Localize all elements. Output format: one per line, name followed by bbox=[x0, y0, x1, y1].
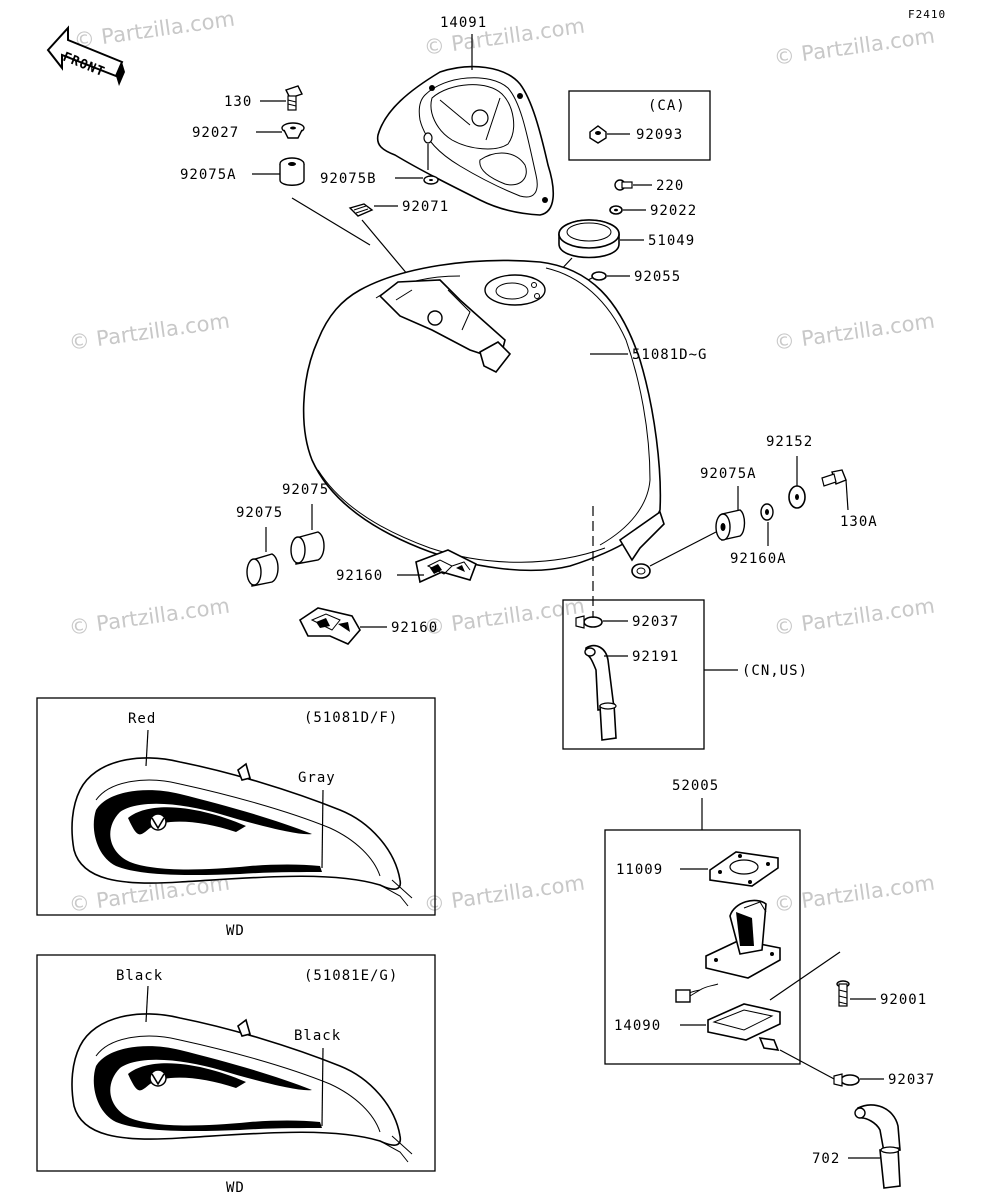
damper-92075A-top bbox=[279, 157, 305, 186]
pad-92160-lower bbox=[298, 607, 361, 645]
label-92075-b: 92075 bbox=[282, 482, 329, 498]
watermark-1: © Partzilla.com bbox=[72, 7, 236, 53]
label-92001: 92001 bbox=[880, 992, 927, 1008]
bolt-130 bbox=[285, 85, 303, 111]
washer-92160A bbox=[760, 503, 774, 521]
inset2-color-1: Black bbox=[116, 968, 163, 984]
label-92075-a: 92075 bbox=[236, 505, 283, 521]
tank-side-view-2 bbox=[71, 1013, 413, 1163]
collar-92027 bbox=[281, 122, 305, 139]
label-11009: 11009 bbox=[616, 862, 663, 878]
label-cnus: (CN,US) bbox=[742, 663, 808, 679]
tank-side-view-1 bbox=[71, 757, 413, 907]
watermark-8: © Partzilla.com bbox=[422, 594, 586, 640]
inset2-code: (51081E/G) bbox=[304, 968, 398, 984]
washer-92152 bbox=[788, 485, 806, 509]
inset1-color-1: Red bbox=[128, 711, 156, 727]
fuel-tank-51081 bbox=[302, 259, 665, 579]
tank-cover-14091 bbox=[376, 65, 555, 216]
pad-92071 bbox=[348, 203, 374, 217]
diagram-code: F2410 bbox=[908, 8, 946, 21]
inset1-caption: WD bbox=[226, 923, 245, 939]
label-92160-a: 92160 bbox=[336, 568, 383, 584]
bolt-92001 bbox=[836, 980, 850, 1007]
fuel-valve-assembly-box bbox=[604, 829, 801, 1065]
label-92075B: 92075B bbox=[320, 171, 377, 187]
label-52005: 52005 bbox=[672, 778, 719, 794]
label-92022: 92022 bbox=[650, 203, 697, 219]
inset2-caption: WD bbox=[226, 1180, 245, 1196]
label-92160-b: 92160 bbox=[391, 620, 438, 636]
inset2-color-2: Black bbox=[294, 1028, 341, 1044]
screw-220 bbox=[614, 179, 633, 191]
inset-51081DF bbox=[36, 697, 436, 916]
label-92037-bottom: 92037 bbox=[888, 1072, 935, 1088]
label-14091: 14091 bbox=[440, 15, 487, 31]
label-92191: 92191 bbox=[632, 649, 679, 665]
bolt-130A bbox=[821, 469, 847, 487]
inset1-code: (51081D/F) bbox=[304, 710, 398, 726]
label-92075A-top: 92075A bbox=[180, 167, 237, 183]
clamp-92037-bottom bbox=[833, 1073, 860, 1087]
label-92093: 92093 bbox=[636, 127, 683, 143]
label-130A: 130A bbox=[840, 514, 878, 530]
label-51049: 51049 bbox=[648, 233, 695, 249]
pad-92160-upper bbox=[415, 549, 478, 584]
fuel-pump-body bbox=[675, 899, 781, 1003]
label-51081: 51081D~G bbox=[632, 347, 707, 363]
label-92160A: 92160A bbox=[730, 551, 787, 567]
damper-92075-a bbox=[246, 553, 279, 587]
pump-cover-14090 bbox=[707, 1003, 781, 1051]
label-14090: 14090 bbox=[614, 1018, 661, 1034]
fuel-cap-51049 bbox=[558, 219, 620, 259]
hose-702 bbox=[854, 1104, 901, 1189]
inset-51081EG bbox=[36, 954, 436, 1172]
damper-92075-b bbox=[290, 531, 325, 565]
label-92075A-right: 92075A bbox=[700, 466, 757, 482]
inset1-color-2: Gray bbox=[298, 770, 336, 786]
label-92152: 92152 bbox=[766, 434, 813, 450]
damper-92075A-right bbox=[715, 509, 746, 541]
label-92027: 92027 bbox=[192, 125, 239, 141]
label-92037-top: 92037 bbox=[632, 614, 679, 630]
watermark-3: © Partzilla.com bbox=[772, 24, 936, 70]
watermark-11: © Partzilla.com bbox=[422, 871, 586, 917]
gasket-11009 bbox=[709, 851, 779, 887]
label-ca: (CA) bbox=[648, 98, 686, 114]
label-220: 220 bbox=[656, 178, 684, 194]
clamp-92037-top bbox=[575, 615, 603, 629]
nut-92093 bbox=[589, 125, 607, 144]
watermark-6: © Partzilla.com bbox=[772, 309, 936, 355]
label-92055: 92055 bbox=[634, 269, 681, 285]
label-130: 130 bbox=[224, 94, 252, 110]
watermark-7: © Partzilla.com bbox=[67, 594, 231, 640]
watermark-12: © Partzilla.com bbox=[772, 871, 936, 917]
watermark-9: © Partzilla.com bbox=[772, 594, 936, 640]
label-92071: 92071 bbox=[402, 199, 449, 215]
hose-92191 bbox=[584, 644, 617, 741]
watermark-4: © Partzilla.com bbox=[67, 309, 231, 355]
label-702: 702 bbox=[812, 1151, 840, 1167]
